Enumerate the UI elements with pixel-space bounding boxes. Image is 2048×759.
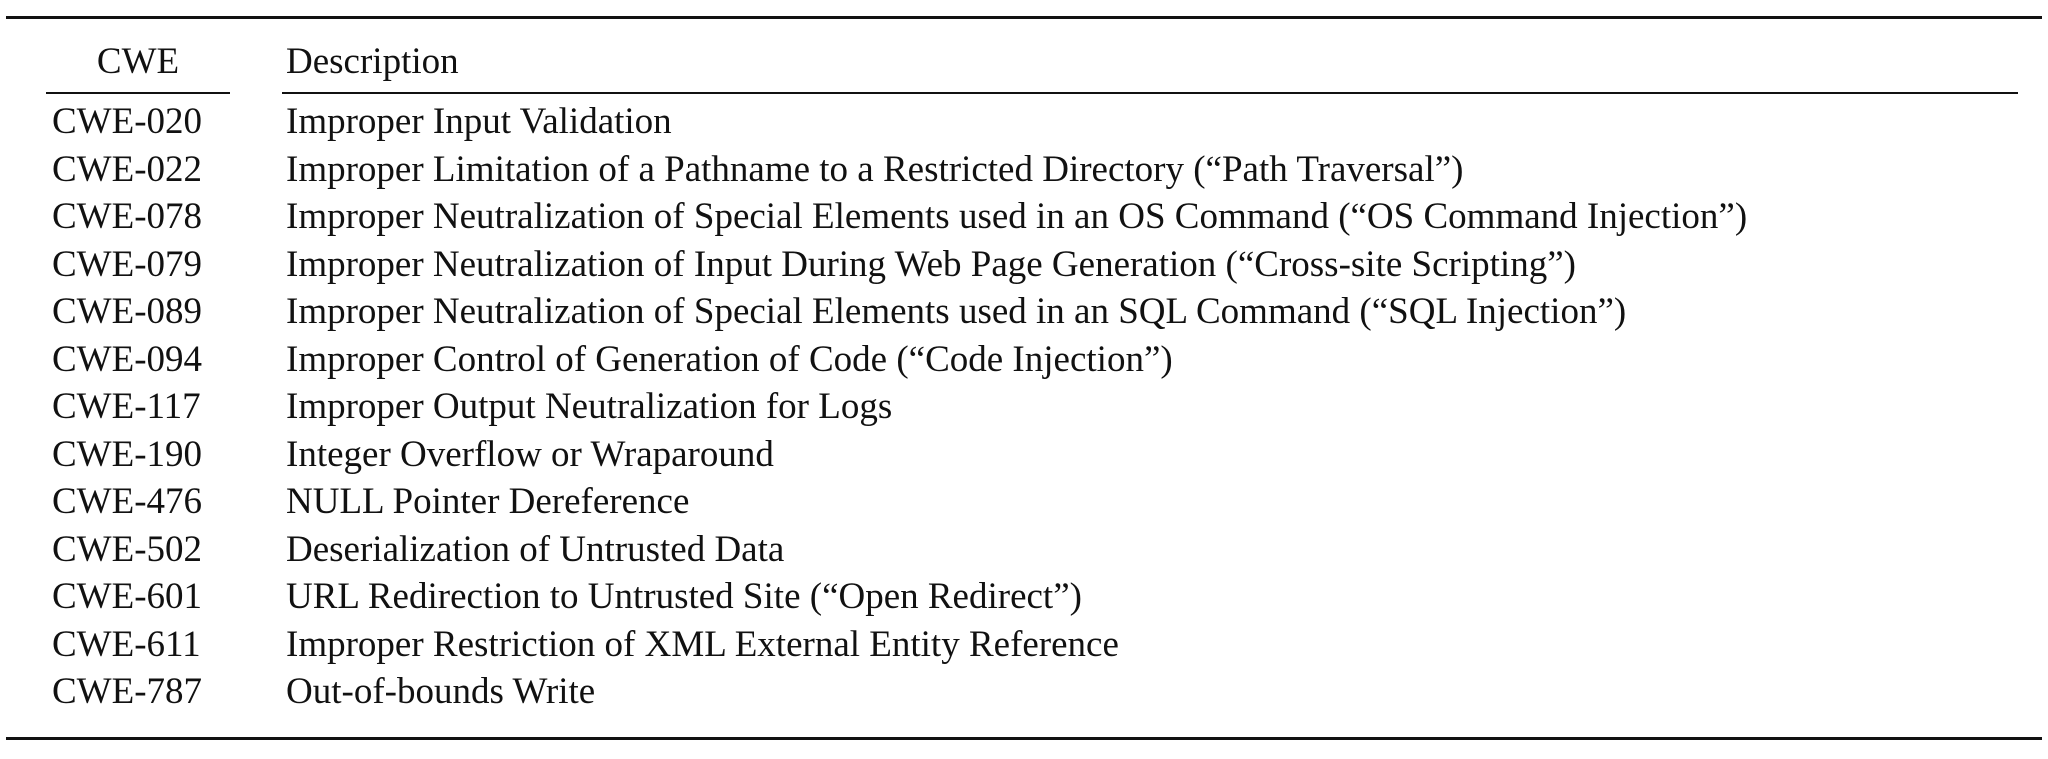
- description-cell: Deserialization of Untrusted Data: [286, 528, 785, 570]
- cwe-id-cell: CWE-190: [52, 433, 203, 475]
- column-header-cwe: CWE: [96, 41, 180, 82]
- table-row: CWE-022 Improper Limitation of a Pathnam…: [6, 146, 2042, 194]
- description-cell: Improper Restriction of XML External Ent…: [286, 623, 1119, 665]
- table-row: CWE-476 NULL Pointer Dereference: [6, 478, 2042, 526]
- table-row: CWE-190 Integer Overflow or Wraparound: [6, 431, 2042, 479]
- description-cell: Improper Neutralization of Special Eleme…: [286, 291, 1627, 332]
- cwe-id-cell: CWE-094: [52, 338, 203, 380]
- header-rule-cwe: [46, 92, 230, 94]
- cwe-id-cell: CWE-020: [52, 101, 203, 142]
- table-header: CWE Description: [6, 32, 2042, 92]
- cwe-id-cell: CWE-079: [52, 243, 203, 285]
- description-cell: Improper Control of Generation of Code (…: [286, 338, 1173, 380]
- table-row: CWE-094 Improper Control of Generation o…: [6, 336, 2042, 384]
- header-rule-description: [282, 92, 2018, 94]
- description-cell: Integer Overflow or Wraparound: [286, 433, 774, 475]
- table-row: CWE-020 Improper Input Validation: [6, 98, 2042, 146]
- table-row: CWE-787 Out-of-bounds Write: [6, 668, 2042, 716]
- table-bottom-rule: [6, 737, 2042, 740]
- cwe-id-cell: CWE-089: [52, 291, 203, 332]
- cwe-table: CWE Description CWE-020 Improper Input V…: [6, 16, 2042, 740]
- cwe-id-cell: CWE-787: [52, 671, 203, 712]
- description-cell: URL Redirection to Untrusted Site (“Open…: [286, 576, 1082, 617]
- description-cell: Improper Neutralization of Input During …: [286, 243, 1576, 285]
- description-cell: Improper Neutralization of Special Eleme…: [286, 196, 1748, 237]
- cwe-id-cell: CWE-601: [52, 576, 203, 617]
- table-row: CWE-079 Improper Neutralization of Input…: [6, 241, 2042, 289]
- table-row: CWE-502 Deserialization of Untrusted Dat…: [6, 526, 2042, 574]
- table-row: CWE-078 Improper Neutralization of Speci…: [6, 193, 2042, 241]
- description-cell: Improper Input Validation: [286, 101, 672, 142]
- description-cell: Improper Output Neutralization for Logs: [286, 386, 893, 427]
- cwe-id-cell: CWE-476: [52, 481, 203, 522]
- table-row: CWE-089 Improper Neutralization of Speci…: [6, 288, 2042, 336]
- description-cell: NULL Pointer Dereference: [286, 481, 690, 522]
- cwe-id-cell: CWE-022: [52, 148, 203, 190]
- description-cell: Out-of-bounds Write: [286, 671, 596, 712]
- cwe-id-cell: CWE-611: [52, 623, 201, 665]
- cwe-id-cell: CWE-078: [52, 196, 203, 237]
- table-row: CWE-601 URL Redirection to Untrusted Sit…: [6, 573, 2042, 621]
- description-cell: Improper Limitation of a Pathname to a R…: [286, 148, 1464, 190]
- cwe-id-cell: CWE-117: [52, 386, 201, 427]
- column-header-description: Description: [286, 41, 459, 82]
- table-row: CWE-117 Improper Output Neutralization f…: [6, 383, 2042, 431]
- cwe-id-cell: CWE-502: [52, 528, 203, 570]
- table-row: CWE-611 Improper Restriction of XML Exte…: [6, 621, 2042, 669]
- table-body: CWE-020 Improper Input Validation CWE-02…: [6, 98, 2042, 716]
- table-top-rule: [6, 16, 2042, 19]
